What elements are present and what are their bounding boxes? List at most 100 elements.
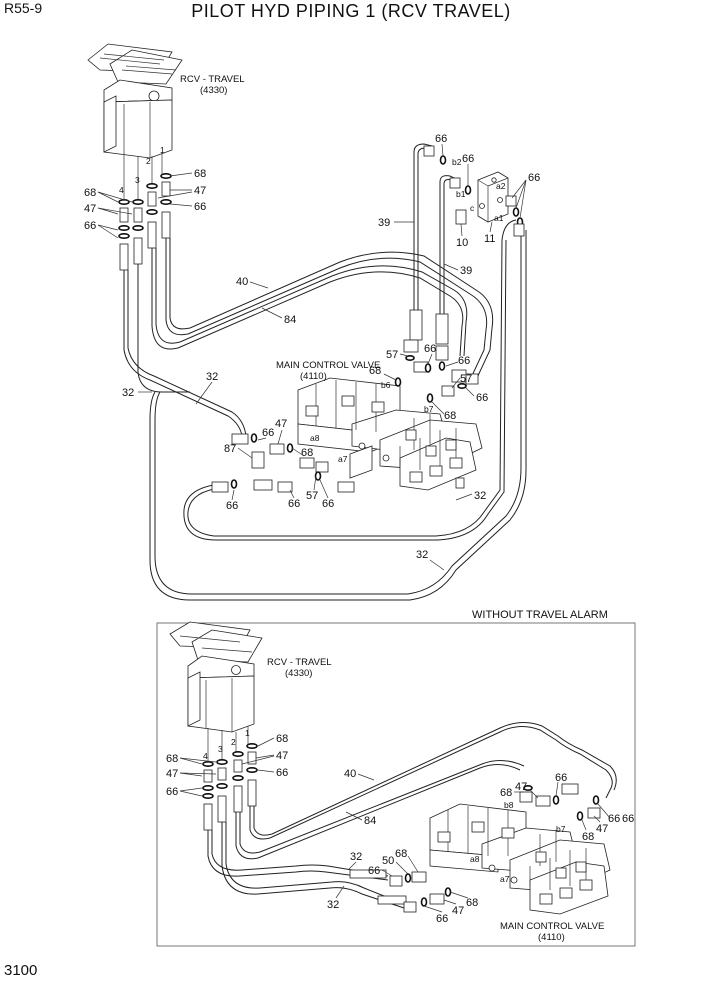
top-callout-57-c: 57	[306, 490, 318, 502]
bottom-callout-66-u: 66	[608, 813, 620, 825]
top-port-1: 1	[160, 145, 165, 155]
bottom-callout-66-v: 66	[622, 813, 634, 825]
bottom-callout-50: 50	[382, 855, 394, 867]
bottom-valve-port-a8: a8	[470, 854, 480, 864]
bottom-callout-68-right: 68	[276, 733, 288, 745]
top-callout-66-m1: 66	[424, 343, 436, 355]
bottom-diagram: WITHOUT TRAVEL ALARM 1 2 3 4 RCV - TRAVE…	[156, 609, 636, 947]
bottom-mcv-code: (4110)	[538, 932, 565, 943]
bottom-rcv-travel-valve: 1 2 3 4	[169, 621, 263, 762]
bottom-callout-32-lower: 32	[327, 899, 339, 911]
top-callout-32-bottom: 32	[416, 549, 428, 561]
bottom-callout-68-x: 68	[466, 897, 478, 909]
bottom-valve-fittings	[389, 783, 601, 913]
top-callout-66-m2: 66	[458, 355, 470, 367]
top-callout-68-p: 68	[301, 447, 313, 459]
page-code: R55-9	[4, 0, 43, 16]
bottom-port-3: 3	[218, 744, 223, 754]
top-valve-fittings	[211, 339, 479, 493]
bottom-callout-66-right: 66	[276, 767, 288, 779]
top-callout-40: 40	[236, 276, 248, 288]
top-block-port-a2: a2	[496, 181, 506, 191]
top-callout-68-left: 68	[84, 187, 96, 199]
top-mcv-code: (4110)	[300, 371, 327, 382]
top-callout-39-left: 39	[378, 217, 390, 229]
bottom-callout-68-left: 68	[166, 753, 178, 765]
bottom-main-control-valve: b8 b7 a8 a7	[429, 800, 611, 915]
bottom-port-1: 1	[245, 728, 250, 738]
top-callout-68-m: 68	[369, 365, 381, 377]
top-callout-66-t3: 66	[528, 172, 540, 184]
top-callout-47-p: 47	[275, 418, 287, 430]
bottom-callout-47-u: 47	[596, 823, 608, 835]
bottom-callout-47-w: 47	[452, 905, 464, 917]
top-callout-84: 84	[284, 314, 296, 326]
top-callout-32-right: 32	[474, 490, 486, 502]
bottom-callout-66-x: 66	[436, 913, 448, 925]
bottom-callout-84: 84	[364, 815, 376, 827]
top-valve-block-11: a2 a1 b1 b2 c	[452, 157, 509, 223]
top-mcv-label: MAIN CONTROL VALVE	[276, 360, 380, 371]
top-callout-66-right: 66	[194, 201, 206, 213]
top-port-3: 3	[135, 175, 140, 185]
bottom-callout-47-t: 47	[515, 781, 527, 793]
top-callout-66-q3: 66	[322, 498, 334, 510]
page-title: PILOT HYD PIPING 1 (RCV TRAVEL)	[191, 1, 511, 21]
bottom-callout-66-left: 66	[166, 786, 178, 798]
top-valve-port-b6: b6	[381, 380, 391, 390]
top-callout-66-q1: 66	[226, 500, 238, 512]
bottom-callout-47-left: 47	[166, 768, 178, 780]
top-block-port-b1: b1	[456, 189, 466, 199]
bottom-valve-port-b8: b8	[504, 800, 514, 810]
bottom-port-2: 2	[231, 737, 236, 747]
top-callout-66-t2: 66	[462, 153, 474, 165]
top-callout-66-n: 66	[476, 392, 488, 404]
bottom-valve-port-a7: a7	[500, 874, 510, 884]
bottom-port-4: 4	[203, 751, 208, 761]
top-block-port-b2: b2	[452, 157, 462, 167]
top-callout-10: 10	[456, 237, 468, 249]
top-rcv-code: (4330)	[200, 85, 227, 96]
top-callout-66-q2: 66	[288, 498, 300, 510]
top-rcv-travel-valve: 1 2 3 4	[87, 43, 183, 200]
bottom-rcv-code: (4330)	[285, 668, 312, 679]
top-callout-68-right: 68	[194, 168, 206, 180]
top-main-control-valve: a8 a7 b6 b7	[297, 377, 483, 491]
top-rcv-fittings	[118, 173, 172, 271]
top-callout-66-t1: 66	[435, 133, 447, 145]
top-valve-port-a8: a8	[310, 433, 320, 443]
bottom-valve-port-b7: b7	[556, 824, 566, 834]
top-callout-32-left: 32	[122, 387, 134, 399]
bottom-callout-66-t: 66	[555, 772, 567, 784]
top-callout-66-p: 66	[262, 427, 274, 439]
bottom-callout-47-right: 47	[276, 750, 288, 762]
top-callout-57-b: 57	[460, 373, 472, 385]
top-callout-47-left: 47	[84, 203, 96, 215]
bottom-note: WITHOUT TRAVEL ALARM	[472, 609, 608, 621]
bottom-rcv-label: RCV - TRAVEL	[267, 657, 332, 668]
bottom-callout-68-w: 68	[395, 848, 407, 860]
top-block-port-c: c	[470, 203, 475, 213]
top-callout-32-upper: 32	[206, 371, 218, 383]
top-port-4: 4	[119, 185, 124, 195]
top-callout-68-n: 68	[444, 410, 456, 422]
top-diagram: 1 2 3 4 RCV - TRAVEL (4330)	[84, 43, 540, 601]
page-number: 3100	[4, 962, 38, 979]
bottom-callout-32-upper: 32	[350, 851, 362, 863]
top-valve-port-b7: b7	[424, 404, 434, 414]
bottom-callout-66-w: 66	[368, 865, 380, 877]
top-valve-port-a7: a7	[338, 454, 348, 464]
top-callout-47-right: 47	[194, 185, 206, 197]
bottom-mcv-label: MAIN CONTROL VALVE	[500, 921, 604, 932]
bottom-callout-68-u: 68	[582, 831, 594, 843]
top-callout-87: 87	[224, 443, 236, 455]
bottom-callout-40: 40	[344, 768, 356, 780]
top-callout-11: 11	[484, 233, 495, 245]
bottom-rcv-fittings	[202, 742, 258, 831]
top-rcv-label: RCV - TRAVEL	[180, 74, 245, 85]
bottom-callout-68-t: 68	[500, 787, 512, 799]
top-callout-57-a: 57	[386, 349, 398, 361]
top-block-port-a1: a1	[494, 213, 504, 223]
top-callout-66-left: 66	[84, 220, 96, 232]
